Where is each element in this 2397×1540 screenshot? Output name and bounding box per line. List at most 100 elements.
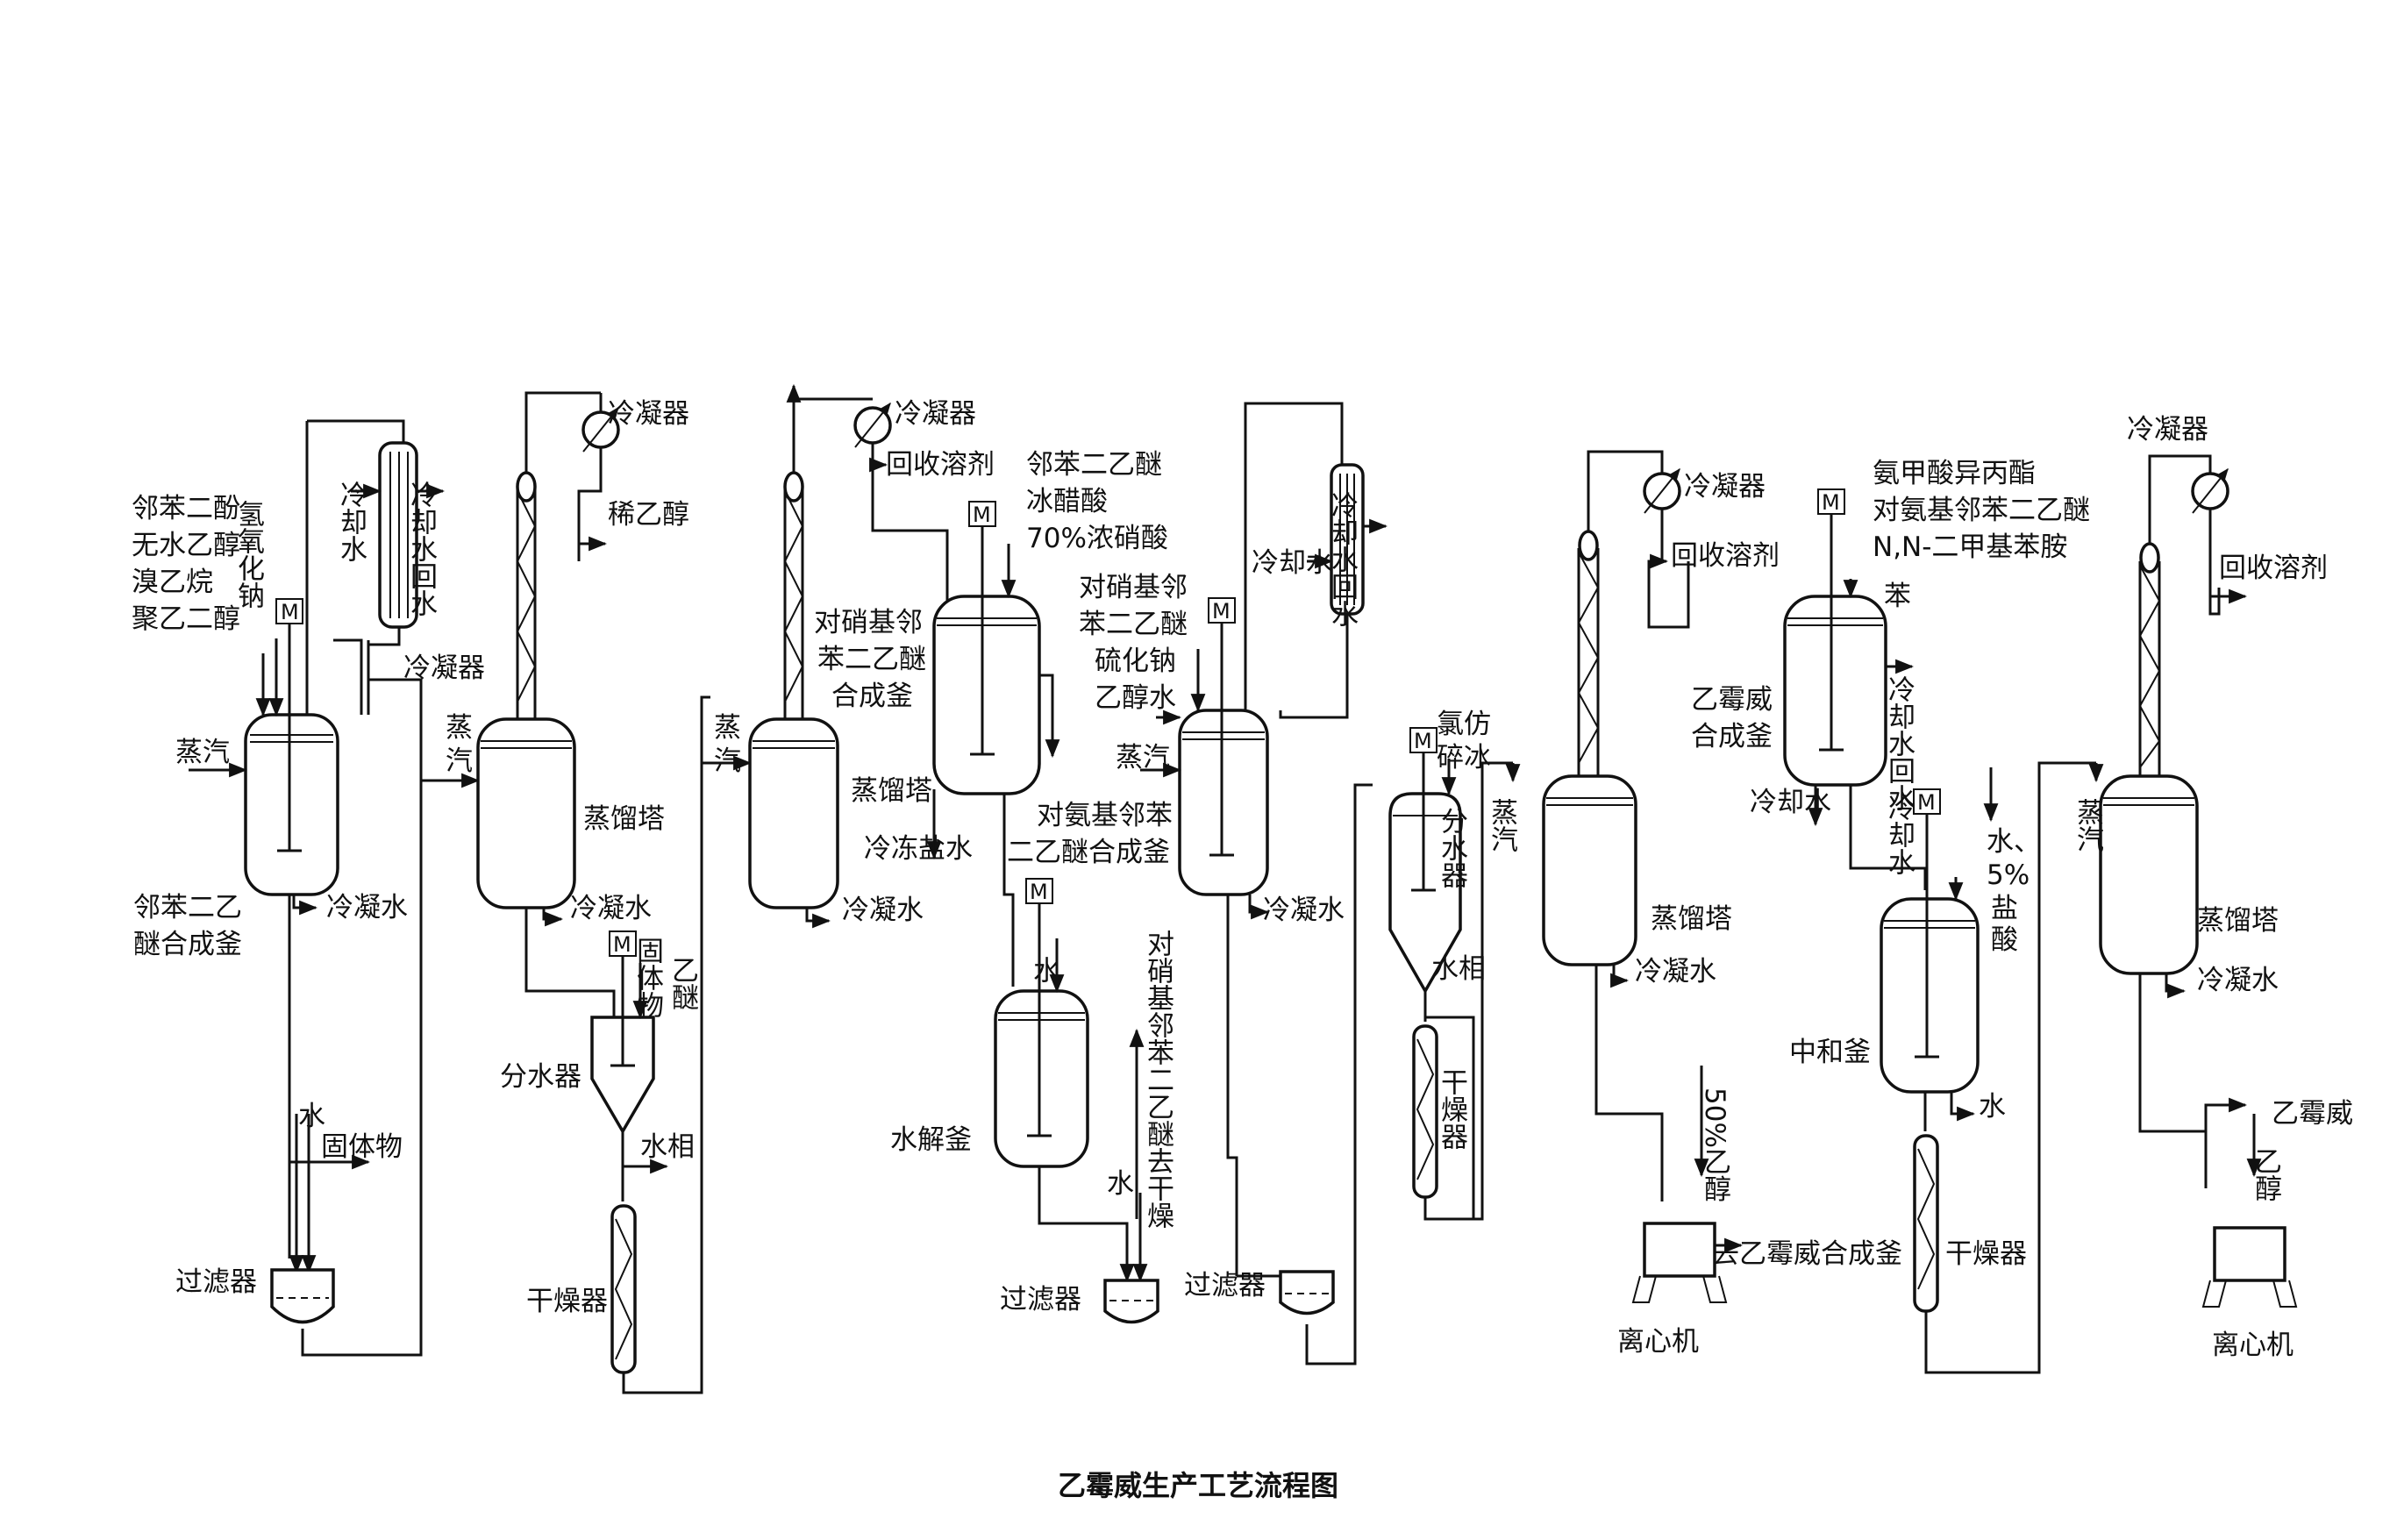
- process-label: 冷凝器: [608, 398, 689, 430]
- process-label: 冷却水回水: [405, 481, 437, 617]
- process-label: 邻苯二乙醚: [1026, 449, 1162, 481]
- process-label: 合成釜: [831, 681, 913, 712]
- process-label: 固体物: [321, 1131, 403, 1163]
- process-label: 冷凝器: [1684, 471, 1766, 503]
- distillation-still-5: [1542, 774, 1637, 966]
- process-label: 醚合成釜: [133, 929, 242, 960]
- svg-text:M: M: [1822, 490, 1840, 515]
- stage-1-catechol-ether-reactor: M: [189, 419, 446, 1357]
- process-label: 水解釜: [890, 1124, 972, 1156]
- process-label: 乙霉威: [1691, 684, 1773, 716]
- process-label: 冷却水回水: [1326, 491, 1358, 627]
- process-label: 过滤器: [175, 1266, 257, 1298]
- svg-text:M: M: [1030, 880, 1048, 904]
- diethofencarb-reactor-6: [1783, 595, 1887, 787]
- process-label: 硫化钠: [1095, 645, 1176, 677]
- process-label: 蒸汽: [175, 737, 230, 768]
- centrifuge-5: [1643, 1222, 1716, 1278]
- process-label: 冷凝水: [570, 893, 652, 924]
- process-label: 汽: [714, 745, 741, 777]
- process-label: 乙霉威: [2272, 1098, 2353, 1130]
- process-label: 冷凝水: [2197, 965, 2279, 996]
- stage-6-synthesis: M M: [1783, 488, 2096, 1374]
- svg-text:M: M: [281, 600, 299, 624]
- process-label: 冷却水: [1252, 547, 1333, 579]
- process-label: 酸: [1991, 924, 2018, 956]
- process-label: 水、: [1987, 826, 2041, 858]
- process-label: 汽: [446, 745, 473, 777]
- process-label: 邻苯二酚: [132, 493, 240, 524]
- svg-text:M: M: [613, 932, 631, 957]
- process-label: 冷凝器: [2127, 414, 2208, 446]
- process-label: 回收溶剂: [886, 449, 995, 481]
- process-label: 过滤器: [1000, 1284, 1081, 1315]
- process-label: 冷冻盐水: [864, 833, 973, 865]
- process-label: 干燥器: [1436, 1068, 1468, 1150]
- process-label: 水相: [1431, 953, 1486, 985]
- svg-text:M: M: [1414, 729, 1432, 753]
- process-label: 乙醚: [667, 956, 698, 1010]
- process-label: 干燥器: [526, 1286, 608, 1317]
- neutralizer-6: [1880, 897, 1980, 1094]
- process-label: 氨甲酸异丙酯: [1873, 458, 2036, 489]
- process-label: 乙醇: [2250, 1147, 2281, 1201]
- centrifuge-7: [2213, 1226, 2286, 1282]
- water-separator-5: [1388, 792, 1462, 995]
- process-label: 氢氧化钠: [232, 500, 265, 609]
- process-label: 蒸: [714, 712, 741, 744]
- hydrolysis-kettle-3: [994, 989, 1089, 1168]
- diagram-title: 乙霉威生产工艺流程图: [1058, 1469, 1338, 1502]
- svg-text:M: M: [973, 503, 991, 527]
- process-label: 对氨基邻苯: [1037, 800, 1173, 831]
- process-label: 苯二乙醚: [817, 644, 926, 675]
- process-label: N,N-二甲基苯胺: [1873, 531, 2067, 563]
- filter-1: [270, 1268, 335, 1324]
- stage-3-nitration: M M: [702, 383, 1159, 1324]
- process-label: 对硝基邻苯二乙醚去干燥: [1142, 930, 1174, 1229]
- process-label: 冷凝器: [895, 398, 976, 430]
- svg-text:M: M: [1212, 599, 1231, 624]
- process-label: 稀乙醇: [608, 499, 689, 531]
- filter-3: [1103, 1279, 1159, 1324]
- process-label: 蒸汽: [1486, 798, 1517, 852]
- process-label: 50%乙醇: [1699, 1087, 1730, 1202]
- process-label: 蒸馏塔: [2197, 905, 2279, 937]
- process-label: 蒸汽: [1116, 742, 1170, 774]
- process-label: 乙醇水: [1095, 682, 1176, 714]
- process-label: 冷凝器: [403, 652, 485, 684]
- process-label: 冷却水: [1883, 794, 1915, 875]
- process-label: 蒸汽: [2072, 798, 2103, 852]
- amination-reactor-4: [1178, 709, 1269, 896]
- process-label: 冷凝水: [1263, 895, 1345, 926]
- process-label: 苯二乙醚: [1079, 609, 1188, 640]
- process-label: 中和釜: [1789, 1037, 1871, 1068]
- process-label: 离心机: [2212, 1330, 2294, 1361]
- process-label: 70%浓硝酸: [1026, 523, 1168, 554]
- process-label: 水: [298, 1101, 325, 1132]
- process-label: 二乙醚合成釜: [1007, 837, 1170, 868]
- process-label: 离心机: [1617, 1326, 1699, 1358]
- process-label: 无水乙醇: [132, 530, 240, 561]
- process-label: 冷却水回水: [1883, 675, 1915, 811]
- process-label: 聚乙二醇: [132, 603, 240, 635]
- process-label: 水: [1028, 956, 1059, 983]
- stage-5-separation: M: [1388, 450, 1744, 1303]
- svg-text:M: M: [1917, 790, 1936, 815]
- process-label: 蒸馏塔: [851, 775, 932, 807]
- process-label: 分水器: [500, 1061, 581, 1093]
- dryer-5: [1412, 1024, 1438, 1199]
- process-label: 蒸馏塔: [1651, 903, 1732, 935]
- process-label: 合成釜: [1691, 721, 1773, 752]
- nitration-reactor-3: [932, 595, 1041, 795]
- dryer-6: [1913, 1134, 1939, 1313]
- process-label: 邻苯二乙: [133, 892, 242, 923]
- process-label: 过滤器: [1184, 1270, 1266, 1301]
- process-label: 分水器: [1436, 807, 1468, 888]
- process-label: 冷凝水: [1635, 956, 1716, 987]
- process-label: 氯仿: [1437, 709, 1491, 740]
- process-label: 去乙霉威合成釜: [1712, 1238, 1902, 1270]
- process-label: 冰醋酸: [1026, 486, 1108, 517]
- label-layer: 邻苯二酚无水乙醇溴乙烷聚乙二醇氢氧化钠冷却水冷却水回水冷凝器蒸汽邻苯二乙醚合成釜…: [132, 398, 2353, 1361]
- stage-2-distillation: M: [421, 391, 710, 1394]
- process-label: 对硝基邻: [814, 607, 923, 638]
